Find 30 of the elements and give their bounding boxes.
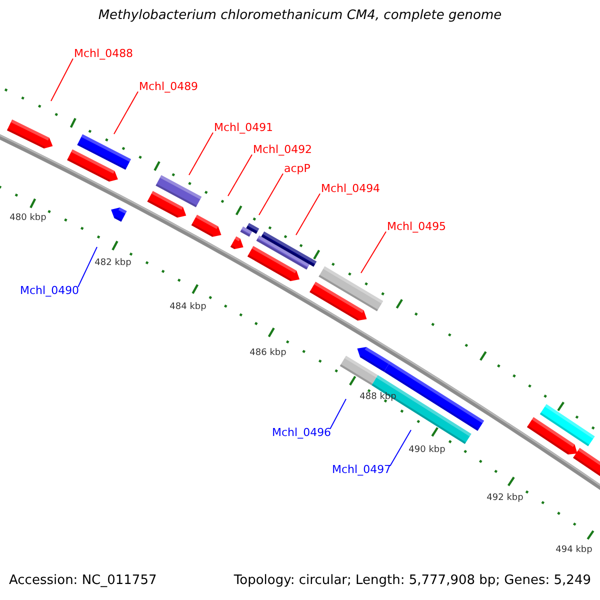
tick-label: 486 kbp: [250, 348, 286, 358]
leader-line: [114, 91, 138, 134]
gene-label: Mchl_0488: [74, 48, 134, 61]
tick-label: 484 kbp: [170, 302, 206, 312]
gene-label: Mchl_0494: [321, 183, 380, 196]
gene-label: Mchl_0497: [332, 464, 392, 477]
gene-label: Mchl_0495: [387, 221, 446, 234]
tick-label: 480 kbp: [10, 213, 46, 224]
gene-label: acpP: [284, 163, 310, 176]
leader-line: [390, 430, 412, 466]
leader-line: [258, 173, 284, 216]
leader-line: [228, 154, 252, 196]
gene-label: Mchl_0496: [272, 427, 332, 440]
leader-line: [296, 193, 320, 236]
leader-line: [50, 58, 74, 102]
tick-label: 494 kbp: [556, 545, 592, 556]
gene-label: Mchl_0490: [20, 285, 80, 298]
tick-label: 492 kbp: [486, 493, 524, 504]
tick-label: 490 kbp: [408, 445, 446, 456]
gene-label: Mchl_0491: [214, 122, 274, 135]
footer-text: Topology: circular; Length: 5,777,908 bp; Genes: 5,249: [234, 574, 591, 589]
leader-line: [360, 231, 386, 274]
title: Methylobacterium chloromethanicum CM4, complete genome: [97, 9, 503, 24]
leader-line: [78, 246, 98, 288]
footer-text: Accession: NC_011757: [9, 574, 157, 589]
leader-line: [330, 398, 346, 430]
gene-label: Mchl_0492: [253, 144, 312, 157]
gene-label: Mchl_0489: [139, 81, 198, 94]
tick-label: 482 kbp: [94, 258, 132, 268]
leader-line: [188, 132, 214, 176]
